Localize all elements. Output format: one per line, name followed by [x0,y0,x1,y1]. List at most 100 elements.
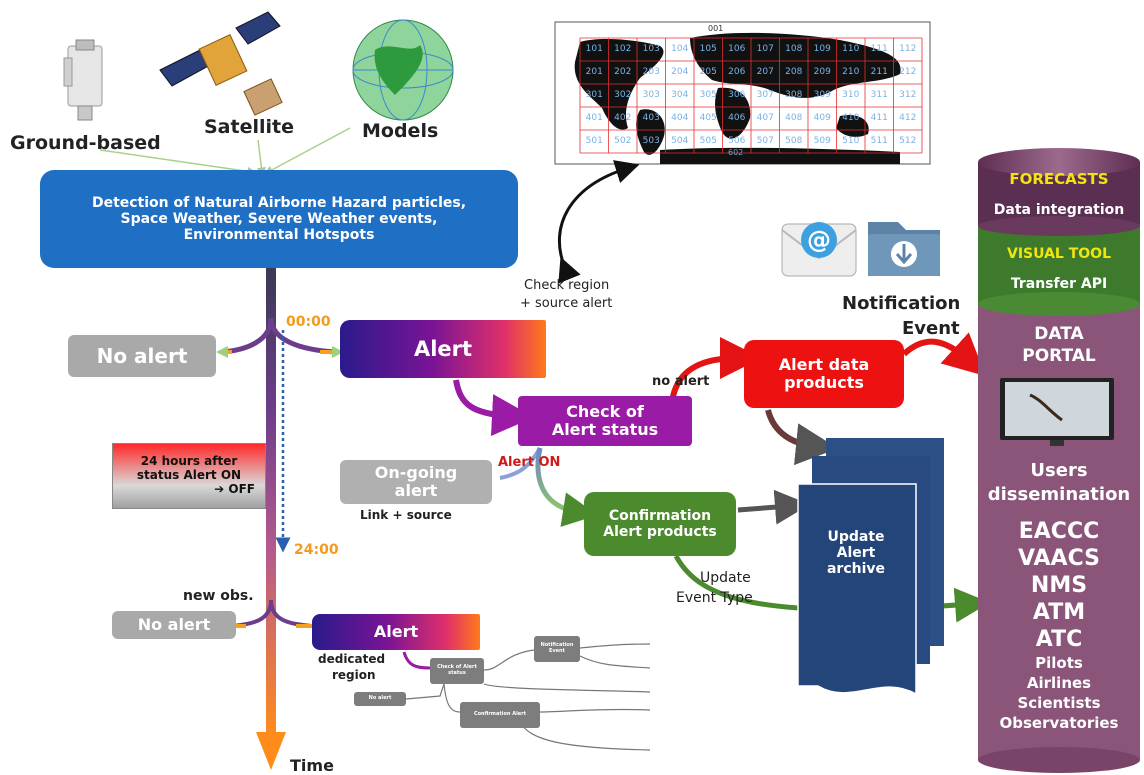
map-cell-label: 406 [728,113,746,123]
map-cell-label: 303 [642,90,660,100]
map-cell-label: 409 [813,113,831,123]
map-cell-label: 112 [899,44,917,54]
update-archive-line-1: Update [827,528,885,545]
map-cell-label: 506 [728,136,746,146]
map-cell-label: 206 [728,67,746,77]
user-item: Pilots [1035,654,1083,672]
map-cell-label: 411 [870,113,888,123]
monitor-icon [1000,378,1114,446]
ongoing-sub-label: Link + source [360,508,452,522]
map-cell-label: 212 [899,67,917,77]
update-archive-line-2: Alert [836,544,876,561]
archive-stack [797,438,944,696]
map-cell-label: 205 [699,67,717,77]
alert-data-line-2: products [784,373,864,392]
map-cell-label: 109 [813,44,831,54]
hours-line-3: ➔ OFF [214,481,255,496]
map-cell-label: 501 [585,136,603,146]
alertdata-to-portal-arrow [901,332,986,377]
map-cell-label: 502 [614,136,632,146]
map-cell-label: 407 [756,113,774,123]
detection-line-2: Space Weather, Severe Weather events, [120,210,438,227]
mini-no-alert-box: No alert [354,692,406,706]
user-item: Scientists [1017,694,1101,712]
users-line-2: dissemination [987,484,1131,505]
ground-based-label: Ground-based [10,132,161,154]
timeline-axis [266,268,276,738]
download-folder-icon [868,222,940,276]
map-cell-label: 306 [728,90,746,100]
satellite-connector [256,139,266,177]
check-region-line-2: + source alert [520,296,613,311]
time-axis-label: Time [290,756,334,775]
map-cell-label: 201 [585,67,603,77]
map-cell-label: 512 [899,136,917,146]
user-item: ATM [1032,600,1086,625]
map-cell-label: 110 [842,44,860,54]
new-obs-label: new obs. [183,588,254,604]
map-cell-label: 503 [642,136,660,146]
map-cell-label: 504 [671,136,689,146]
svg-text:@: @ [807,226,831,254]
map-cell-label: 305 [699,90,717,100]
map-cell-label: 301 [585,90,603,100]
map-cell-label: 108 [785,44,803,54]
map-cell-label: 207 [756,67,774,77]
visual-tool-label: VISUAL TOOL [1007,246,1111,262]
no-alert-box-1: No alert [68,335,216,377]
notification-line-2: Event [902,318,960,339]
alert-data-box: Alert data products [744,340,904,408]
map-cell-label: 101 [585,44,603,54]
map-cell-label: 508 [785,136,803,146]
update-event-line-2: Event Type [676,590,753,606]
time-24-label: 24:00 [294,542,339,558]
map-bottom-label: 602 [728,148,744,157]
map-cell-label: 507 [756,136,774,146]
map-cell-label: 105 [699,44,717,54]
map-cell-label: 111 [870,44,888,54]
map-cell-label: 401 [585,113,603,123]
forecasts-label: FORECASTS [1009,170,1109,188]
map-cell-label: 209 [813,67,831,77]
alert-on-label: Alert ON [498,455,561,470]
check-to-confirmation-arrow [535,447,598,527]
user-item: Airlines [1026,674,1092,692]
user-item: Observatories [999,714,1119,732]
map-cell-label: 202 [614,67,632,77]
map-cell-label: 511 [870,136,888,146]
map-cell-label: 203 [642,67,660,77]
map-cell-label: 505 [699,136,717,146]
update-archive-text: Update Alert archive [800,518,912,588]
update-event-line-1: Update [700,570,751,586]
confirmation-line-1: Confirmation [608,507,712,524]
map-cell-label: 307 [756,90,774,100]
check-status-line-2: Alert status [551,420,659,439]
map-cell-label: 308 [785,90,803,100]
notification-line-1: Notification [842,293,961,314]
map-cell-label: 311 [870,90,888,100]
split-left-top [221,317,274,355]
update-archive-line-3: archive [826,561,886,578]
globe-icon [352,19,454,121]
check-region-line-1: Check region [524,278,610,293]
map-cell-label: 410 [842,113,860,123]
map-cell-label: 210 [842,67,860,77]
map-cell-label: 104 [671,44,689,54]
map-cell-label: 408 [785,113,803,123]
map-cell-label: 509 [813,136,831,146]
alert-data-line-1: Alert data [778,354,870,374]
map-cell-label: 403 [642,113,660,123]
hours-box: 24 hours after status Alert ON ➔ OFF [112,443,266,509]
map-grid-lines [579,37,923,154]
map-cell-label: 208 [785,67,803,77]
map-cell-label: 107 [756,44,774,54]
ground-connector [99,149,257,176]
map-cell-label: 211 [870,67,888,77]
map-cell-label: 204 [671,67,689,77]
check-status-line-1: Check of [566,401,644,421]
mini-check-box: Check of Alert status [430,658,484,684]
mini-notification-box: Notification Event [534,636,580,662]
confirmation-box: Confirmation Alert products [584,492,736,556]
split-right-bottom [269,599,313,628]
